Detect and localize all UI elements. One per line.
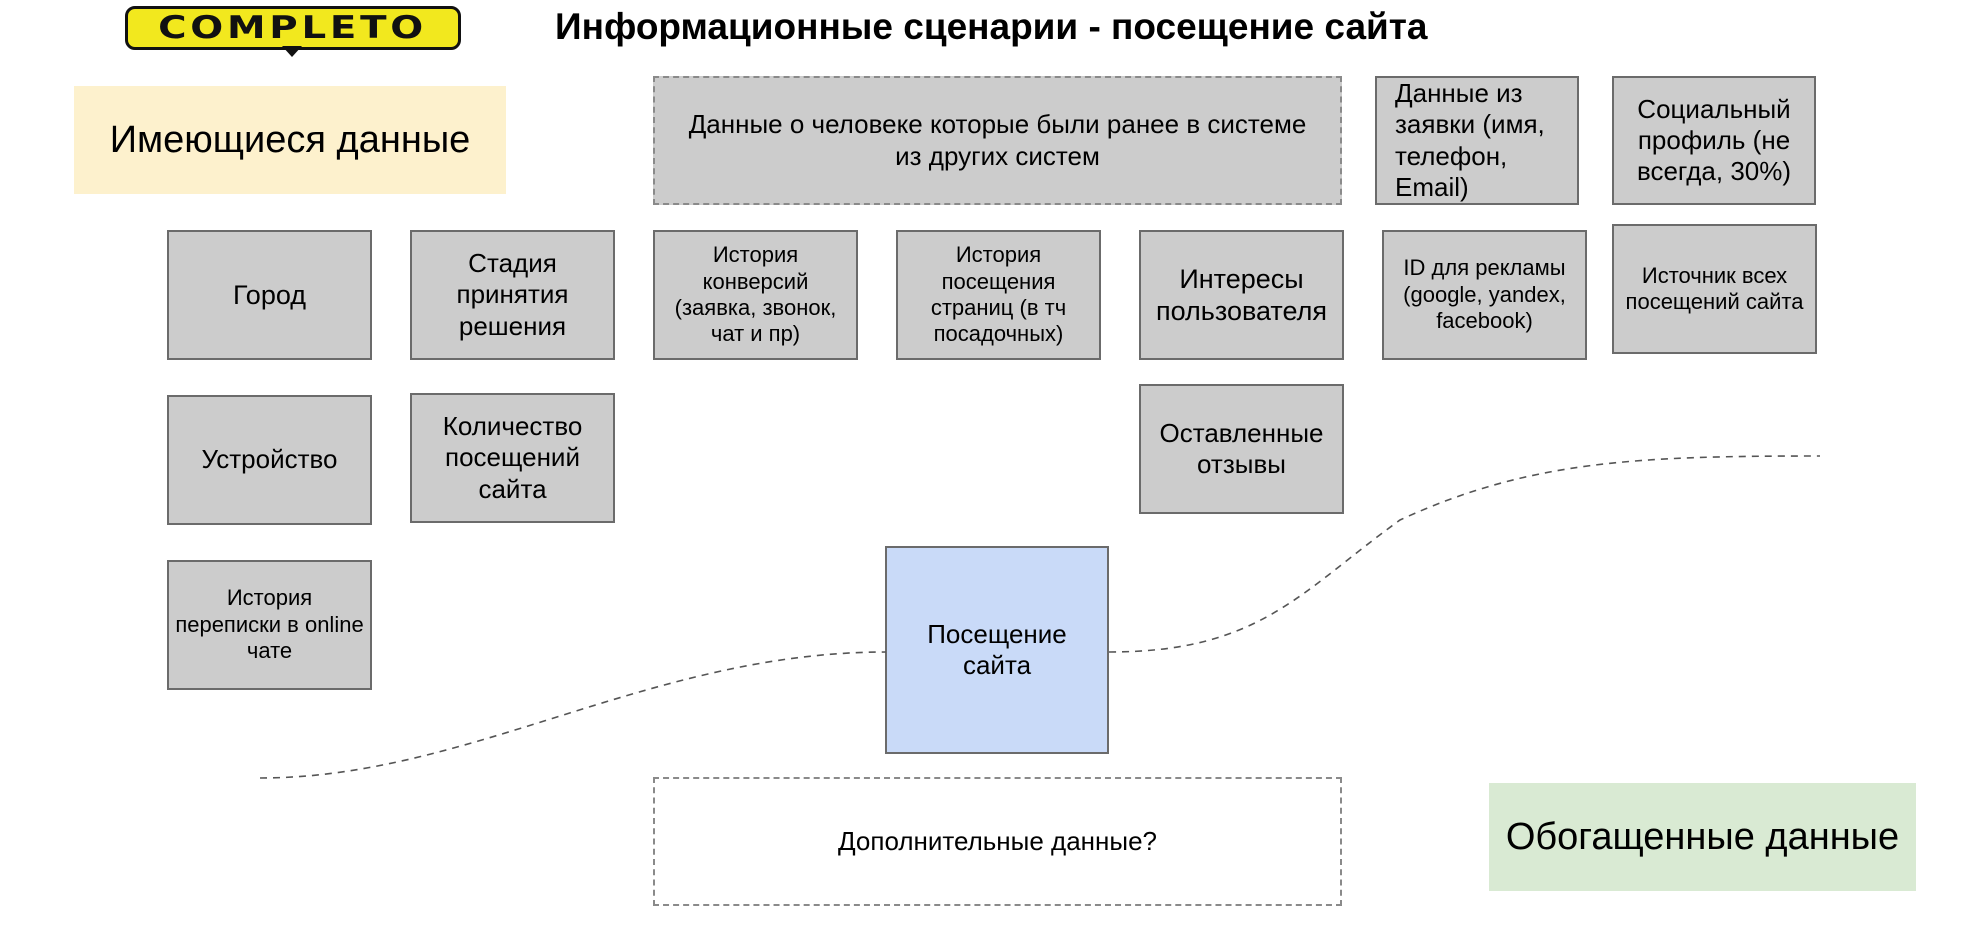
box-chat-history: История переписки в online чате	[167, 560, 372, 690]
box-conversion-history: История конверсий (заявка, звонок, чат и…	[653, 230, 858, 360]
box-social-profile: Социальный профиль (не всегда, 30%)	[1612, 76, 1816, 205]
logo-text: COMPLETO	[158, 10, 428, 46]
box-device: Устройство	[167, 395, 372, 525]
left-connector-curve	[259, 651, 887, 779]
box-ad-id: ID для рекламы (google, yandex, facebook…	[1382, 230, 1587, 360]
right-connector-curve	[1108, 455, 1821, 653]
box-additional-data: Дополнительные данные?	[653, 777, 1342, 906]
box-city: Город	[167, 230, 372, 360]
existing-data-label: Имеющиеся данные	[74, 86, 506, 194]
completo-logo: COMPLETO	[125, 6, 461, 50]
box-visit-count: Количество посещений сайта	[410, 393, 615, 523]
center-node-site-visit: Посещение сайта	[885, 546, 1109, 754]
box-reviews: Оставленные отзывы	[1139, 384, 1344, 514]
box-interests: Интересы пользователя	[1139, 230, 1344, 360]
box-application-data: Данные из заявки (имя, телефон, Email)	[1375, 76, 1579, 205]
box-prior-systems: Данные о человеке которые были ранее в с…	[653, 76, 1342, 205]
logo-pointer-icon	[282, 46, 302, 57]
enriched-data-label: Обогащенные данные	[1489, 783, 1916, 891]
box-page-history: История посещения страниц (в тч посадочн…	[896, 230, 1101, 360]
box-traffic-source: Источник всех посещений сайта	[1612, 224, 1817, 354]
box-decision-stage: Стадия принятия решения	[410, 230, 615, 360]
diagram-title: Информационные сценарии - посещение сайт…	[555, 6, 1428, 47]
